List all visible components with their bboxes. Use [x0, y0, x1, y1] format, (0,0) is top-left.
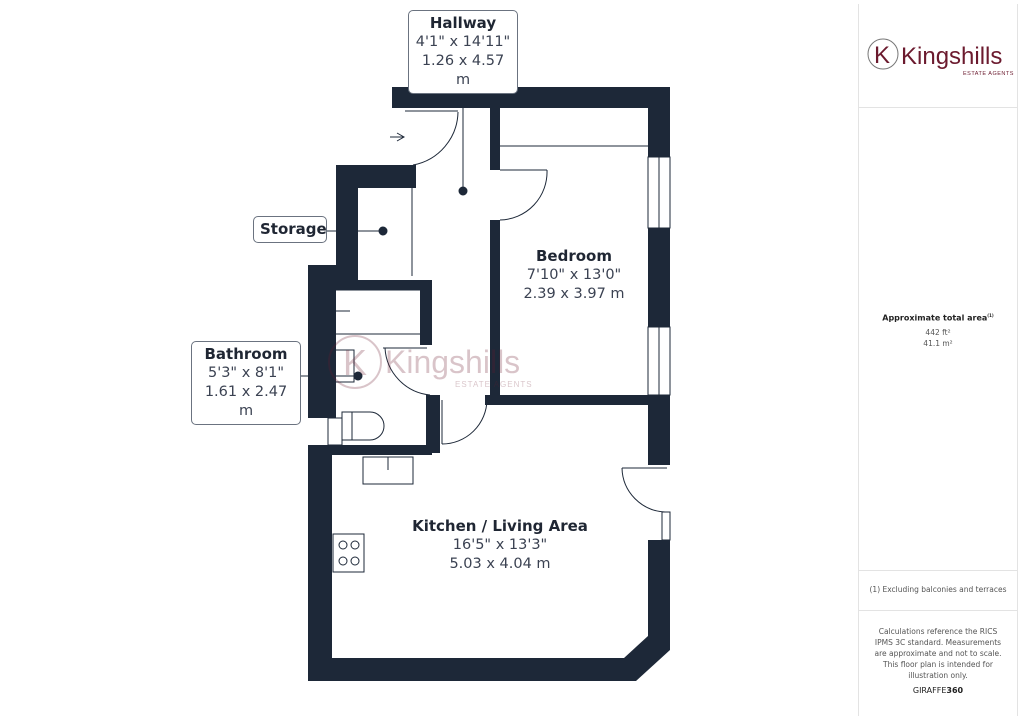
room-label-bedroom: Bedroom 7'10" x 13'0" 2.39 x 3.97 m [500, 247, 648, 304]
area-sqm: 41.1 m² [923, 338, 953, 348]
room-name: Bathroom [204, 345, 288, 363]
svg-text:ESTATE AGENTS: ESTATE AGENTS [963, 71, 1014, 77]
walls [308, 87, 670, 681]
svg-text:Kingshills: Kingshills [385, 344, 520, 380]
room-label-bathroom: Bathroom 5'3" x 8'1" 1.61 x 2.47 m [191, 341, 301, 425]
room-name: Bedroom [536, 247, 612, 265]
credit-text-bold: 360 [946, 686, 964, 695]
label-leaders [300, 75, 468, 381]
footnote-mark: (1) [987, 313, 994, 318]
credit-text: GIRAFFE [912, 686, 947, 695]
room-dimensions-imperial: 7'10" x 13'0" [526, 267, 622, 283]
area-title: Approximate total area [882, 313, 988, 323]
disclaimer: Calculations reference the RICS IPMS 3C … [874, 627, 1002, 680]
room-dimensions-metric: 1.26 x 4.57 m [421, 53, 505, 88]
svg-text:Kingshills: Kingshills [901, 43, 1002, 70]
room-label-kitchen-living: Kitchen / Living Area 16'5" x 13'3" 5.03… [380, 517, 620, 574]
room-name: Hallway [429, 14, 497, 32]
area-sqft: 442 ft² [925, 327, 951, 337]
room-dimensions-metric: 1.61 x 2.47 m [204, 384, 288, 419]
room-dimensions-imperial: 16'5" x 13'3" [452, 537, 548, 553]
room-dimensions-metric: 2.39 x 3.97 m [523, 286, 625, 302]
room-name: Kitchen / Living Area [412, 517, 588, 535]
room-dimensions-metric: 5.03 x 4.04 m [449, 556, 551, 572]
windows [647, 156, 671, 541]
footnote: (1) Excluding balconies and terraces [869, 585, 1007, 594]
room-dimensions-imperial: 4'1" x 14'11" [415, 34, 511, 50]
giraffe360-credit: GIRAFFE360 [859, 685, 1017, 696]
room-label-hallway: Hallway 4'1" x 14'11" 1.26 x 4.57 m [408, 10, 518, 94]
kingshills-logo: K Kingshills ESTATE AGENTS [865, 34, 1015, 84]
svg-text:ESTATE AGENTS: ESTATE AGENTS [455, 380, 533, 389]
info-sidebar: K Kingshills ESTATE AGENTS Approximate t… [858, 4, 1018, 716]
fixtures [327, 145, 648, 573]
room-label-storage: Storage [253, 216, 327, 243]
floor-plan [300, 75, 671, 681]
doors [383, 110, 667, 513]
svg-text:K: K [874, 42, 890, 69]
kingshills-watermark: K Kingshills ESTATE AGENTS [325, 335, 540, 394]
room-dimensions-imperial: 5'3" x 8'1" [207, 365, 284, 381]
svg-text:K: K [343, 342, 367, 383]
room-name: Storage [260, 220, 327, 238]
